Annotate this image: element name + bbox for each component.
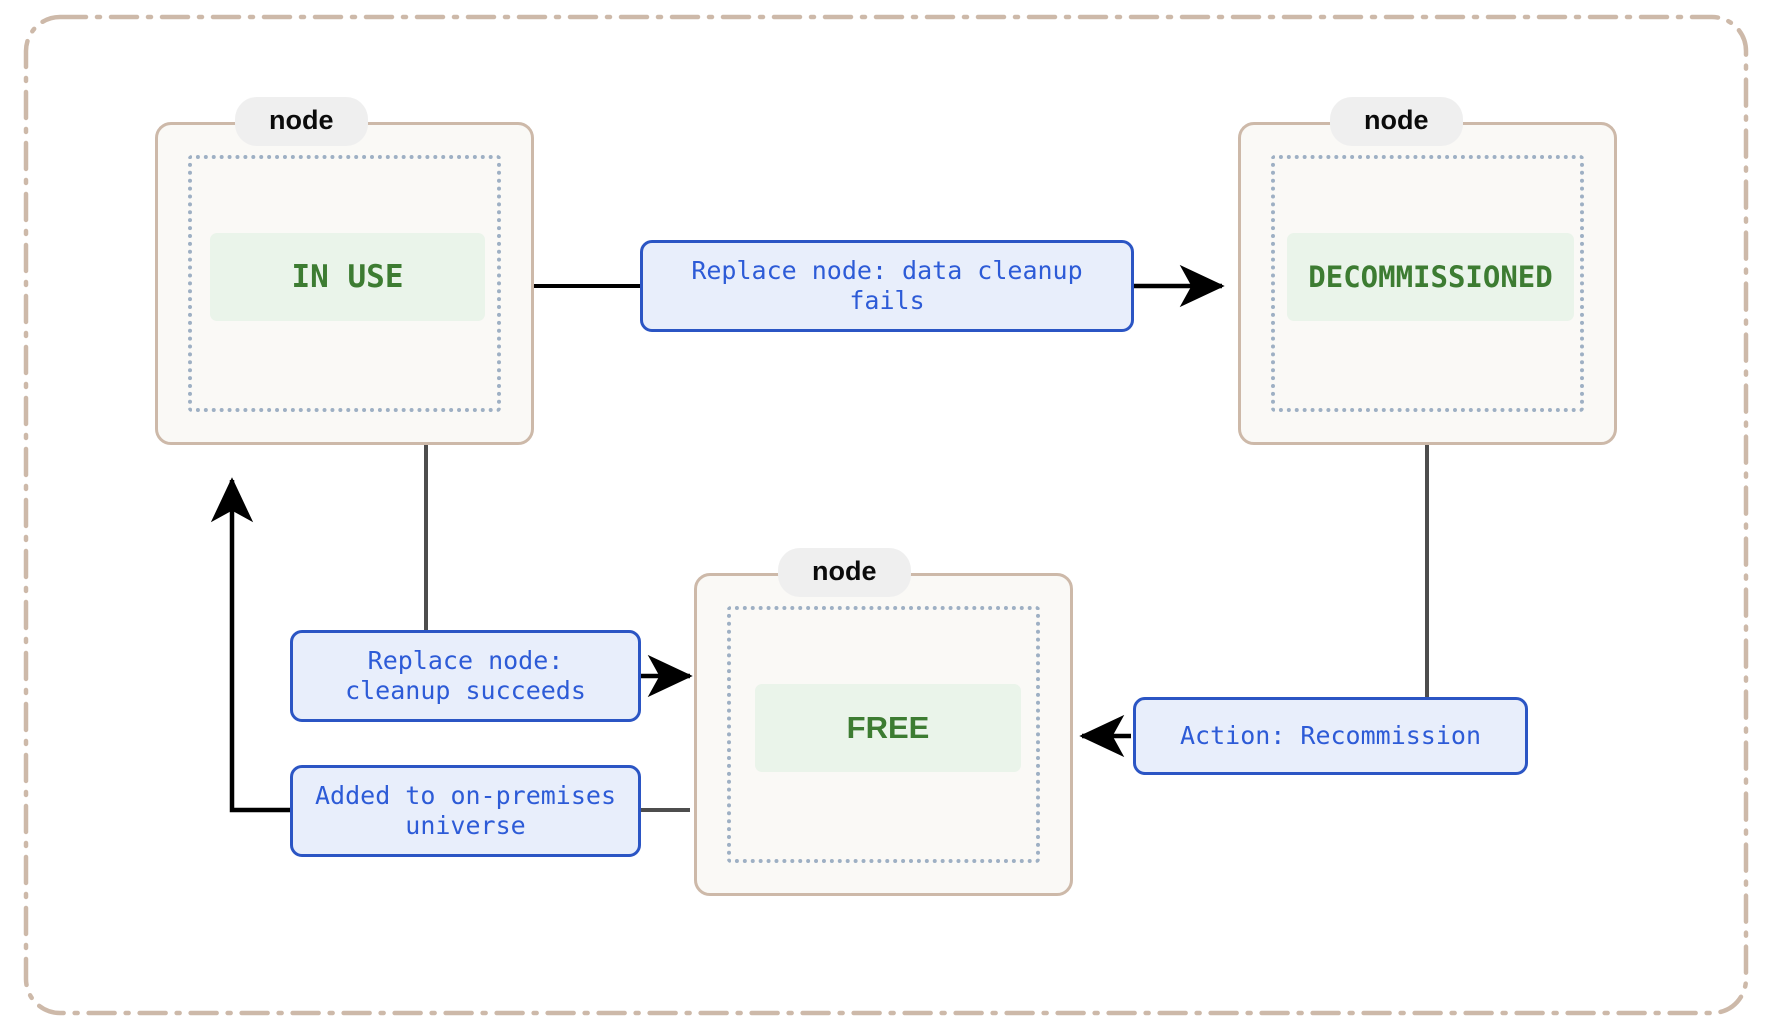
edge-label-action-recommission[interactable]: Action: Recommission — [1133, 697, 1528, 775]
edge-label-added-to-on-premises-universe[interactable]: Added to on-premises universe — [290, 765, 641, 857]
node-free-inner-border — [727, 606, 1040, 863]
node-tag-free: node — [778, 548, 911, 597]
state-label-in-use: IN USE — [291, 259, 404, 295]
node-decommissioned-inner-border — [1271, 155, 1584, 412]
state-chip-free[interactable]: FREE — [755, 684, 1021, 772]
state-chip-decommissioned[interactable]: DECOMMISSIONED — [1287, 233, 1574, 321]
node-decommissioned[interactable]: DECOMMISSIONED — [1238, 122, 1617, 445]
node-in-use[interactable]: IN USE — [155, 122, 534, 445]
edge-label-replace-node-cleanup-succeeds[interactable]: Replace node: cleanup succeeds — [290, 630, 641, 722]
node-free[interactable]: FREE — [694, 573, 1073, 896]
edge-label-replace-node-data-cleanup-fails[interactable]: Replace node: data cleanup fails — [640, 240, 1134, 332]
state-label-decommissioned: DECOMMISSIONED — [1308, 260, 1553, 294]
state-chip-in-use[interactable]: IN USE — [210, 233, 485, 321]
state-label-free: FREE — [846, 710, 930, 745]
node-in-use-inner-border — [188, 155, 501, 412]
node-tag-in-use: node — [235, 97, 368, 146]
node-tag-decommissioned: node — [1330, 97, 1463, 146]
